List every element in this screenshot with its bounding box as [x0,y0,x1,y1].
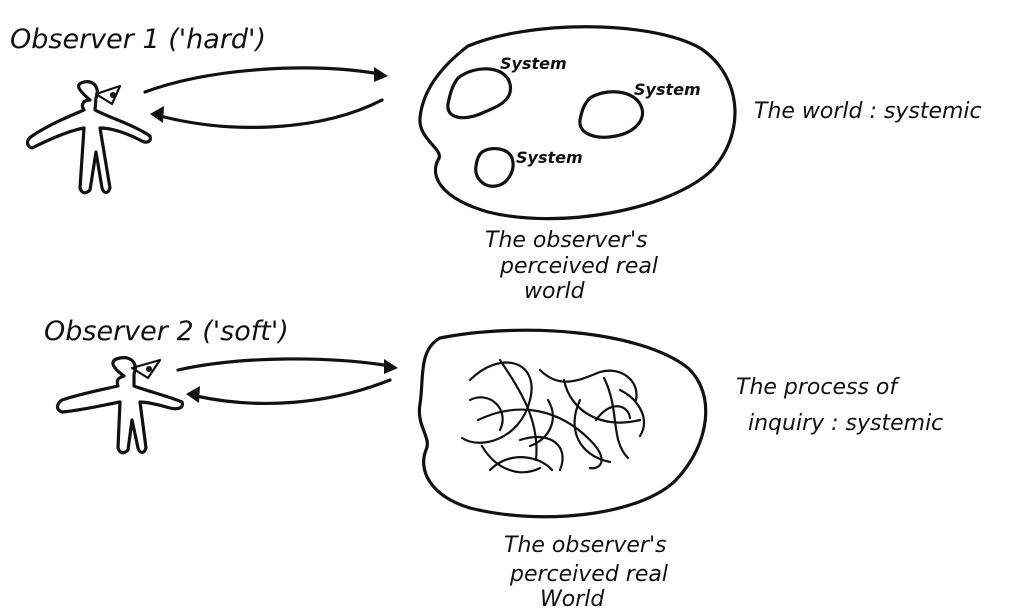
system-label-3: System [516,148,583,167]
observer-1-return-arrow [150,100,382,127]
observer-2-title: Observer 2 ('soft') [44,316,289,347]
process-inquiry-label-line-1: The process of [736,375,900,400]
observer-1-caption-line-3: world [524,279,586,304]
system-label-1: System [500,54,567,73]
process-inquiry-label-line-2: inquiry : systemic [748,411,943,436]
tangled-inquiry-lines [462,360,644,472]
observer-2-caption-line-3: World [540,587,605,612]
observer-2-figure [58,358,183,453]
observer-2-caption-line-2: perceived real [509,562,668,587]
observer-2-return-arrow [186,380,390,403]
system-shape-1 [448,69,511,118]
observer-1-caption-line-2: perceived real [499,254,658,279]
system-shape-3 [476,149,513,187]
observer-1-figure [28,82,151,193]
perceived-world-blob-1 [420,27,735,219]
perceived-world-blob-2 [419,330,705,517]
observer-1-outgoing-arrow [145,67,388,92]
observer-1-section: Observer 1 ('hard') System System System… [10,24,982,304]
world-systemic-label: The world : systemic [754,99,982,124]
observer-2-section: Observer 2 ('soft') [44,316,943,612]
observer-2-caption-line-1: The observer's [504,533,667,558]
observer-1-title: Observer 1 ('hard') [10,24,266,55]
system-label-2: System [634,80,701,99]
observer-2-outgoing-arrow [178,359,398,374]
observer-1-caption-line-1: The observer's [485,228,648,253]
